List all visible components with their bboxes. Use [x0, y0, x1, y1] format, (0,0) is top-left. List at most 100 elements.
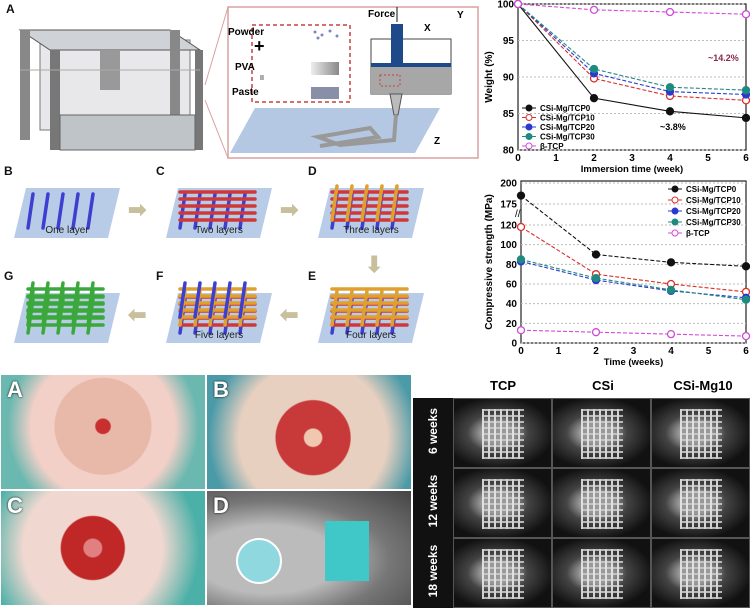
surgery-photo-4: D [206, 490, 412, 606]
ct-image [651, 398, 750, 468]
series-line-TCP30 [520, 258, 747, 301]
legend-label: CSi-Mg/TCP20 [686, 207, 741, 216]
step-label: One layer [45, 225, 89, 236]
legend-label: CSi-Mg/TCP30 [686, 218, 741, 227]
scaffold-layer-illustration [14, 281, 120, 343]
legend-label: CSi-Mg/TCP10 [686, 196, 741, 205]
scaffold-pattern [680, 479, 722, 529]
scaffold-layer-illustration [318, 184, 424, 238]
data-point-TCP0 [665, 107, 675, 116]
step-f: Five layers [160, 275, 278, 345]
x-tick-label: 3 [629, 153, 635, 164]
step-letter: D [308, 164, 317, 178]
step-e: Four layers [312, 275, 430, 345]
ct-row-label: 18 weeks [426, 544, 440, 598]
legend-marker [671, 196, 679, 204]
data-point-TCP30 [666, 285, 676, 295]
plot-frame [520, 180, 747, 344]
3d-printer-image [18, 29, 203, 151]
scaffold-pattern [482, 409, 524, 459]
pva-label: PVA [235, 62, 255, 73]
data-point-TCP10 [516, 222, 526, 232]
y-tick-label: 100 [497, 0, 514, 11]
scaffold-pattern [680, 549, 722, 599]
powder-label: Powder [228, 27, 265, 38]
step-b: One layer [8, 170, 126, 240]
y-tick-label: 95 [503, 36, 515, 47]
ct-image [453, 468, 552, 538]
x-tick-label: 0 [518, 346, 524, 357]
x-tick-label: 2 [591, 153, 597, 164]
scaffold-pattern [581, 549, 623, 599]
y-tick-label: 0 [511, 339, 517, 350]
ct-row-label: 12 weeks [426, 474, 440, 528]
legend-marker [525, 133, 533, 140]
data-point-bTCP [741, 331, 750, 341]
scaffold-layer-illustration [166, 281, 272, 343]
legend-marker [671, 185, 679, 193]
plus-sign: + [254, 36, 265, 56]
data-point-TCP30 [665, 83, 675, 92]
series-line-TCP10 [517, 3, 747, 101]
scaffold-layer-illustration [166, 188, 272, 238]
y-tick-label: 100 [500, 240, 517, 251]
data-point-TCP30 [741, 295, 750, 304]
series-line-TCP20 [520, 260, 747, 299]
legend-label: CSi-Mg/TCP0 [686, 185, 737, 194]
ct-column-header: TCP [490, 378, 516, 393]
ct-image [453, 538, 552, 608]
legend-marker [671, 229, 679, 237]
annotation-14-2: ~14.2% [708, 53, 739, 63]
scaffold-pattern [581, 409, 623, 459]
step-label: Five layers [194, 330, 244, 341]
step-g [8, 275, 126, 345]
x-tick-label: 5 [705, 153, 711, 164]
series-line-TCP30 [517, 3, 747, 91]
step-letter: G [4, 269, 14, 283]
force-label: Force [368, 9, 396, 20]
data-point-TCP30 [589, 64, 599, 74]
y-tick-label: 80 [506, 260, 518, 271]
surgery-photo-1: A [0, 374, 206, 490]
y-tick-label: 90 [503, 73, 515, 84]
x-tick-label: 2 [593, 346, 599, 357]
scaffold-pattern [482, 549, 524, 599]
legend-marker [525, 142, 533, 150]
series-line-bTCP [517, 3, 747, 15]
paste-label: Paste [232, 87, 259, 98]
arrow-icon: ➡ [128, 197, 147, 222]
scaffold-pattern [581, 479, 623, 529]
x-tick-label: 6 [743, 153, 749, 164]
x-tick-label: 6 [743, 346, 749, 357]
panel-label: A [6, 2, 15, 16]
surgery-photo-2: B [206, 374, 412, 490]
data-point-bTCP [513, 0, 523, 9]
y-axis-title: Weight (%) [484, 51, 495, 102]
surgery-photo-3: C [0, 490, 206, 606]
ct-row-header-bg [413, 398, 453, 468]
step-letter: B [4, 164, 13, 178]
x-axis-title: Immersion time (week) [581, 164, 683, 175]
legend-label: CSi-Mg/TCP10 [540, 114, 595, 123]
series-line-TCP20 [517, 3, 747, 96]
ct-row-header-bg [413, 538, 453, 608]
ct-row-header-bg [413, 468, 453, 538]
ct-image [552, 398, 651, 468]
x-tick-label: 0 [515, 153, 521, 164]
step-letter: C [156, 164, 165, 178]
y-tick-label: 85 [503, 109, 515, 120]
legend-label: β-TCP [686, 229, 710, 238]
legend-marker [671, 218, 679, 226]
y-axis-title: Compressive strength (MPa) [484, 194, 495, 330]
photo-label: B [213, 377, 229, 402]
data-point-bTCP [589, 5, 599, 14]
x-tick-label: 3 [631, 346, 637, 357]
y-tick-label: 60 [506, 280, 518, 291]
data-point-bTCP [666, 329, 676, 339]
y-tick-label: 175 [500, 200, 517, 211]
axis-break-icon: // [515, 209, 521, 220]
y-axis-label: Y [457, 10, 464, 21]
x-tick-label: 4 [668, 346, 674, 357]
ct-image [552, 468, 651, 538]
